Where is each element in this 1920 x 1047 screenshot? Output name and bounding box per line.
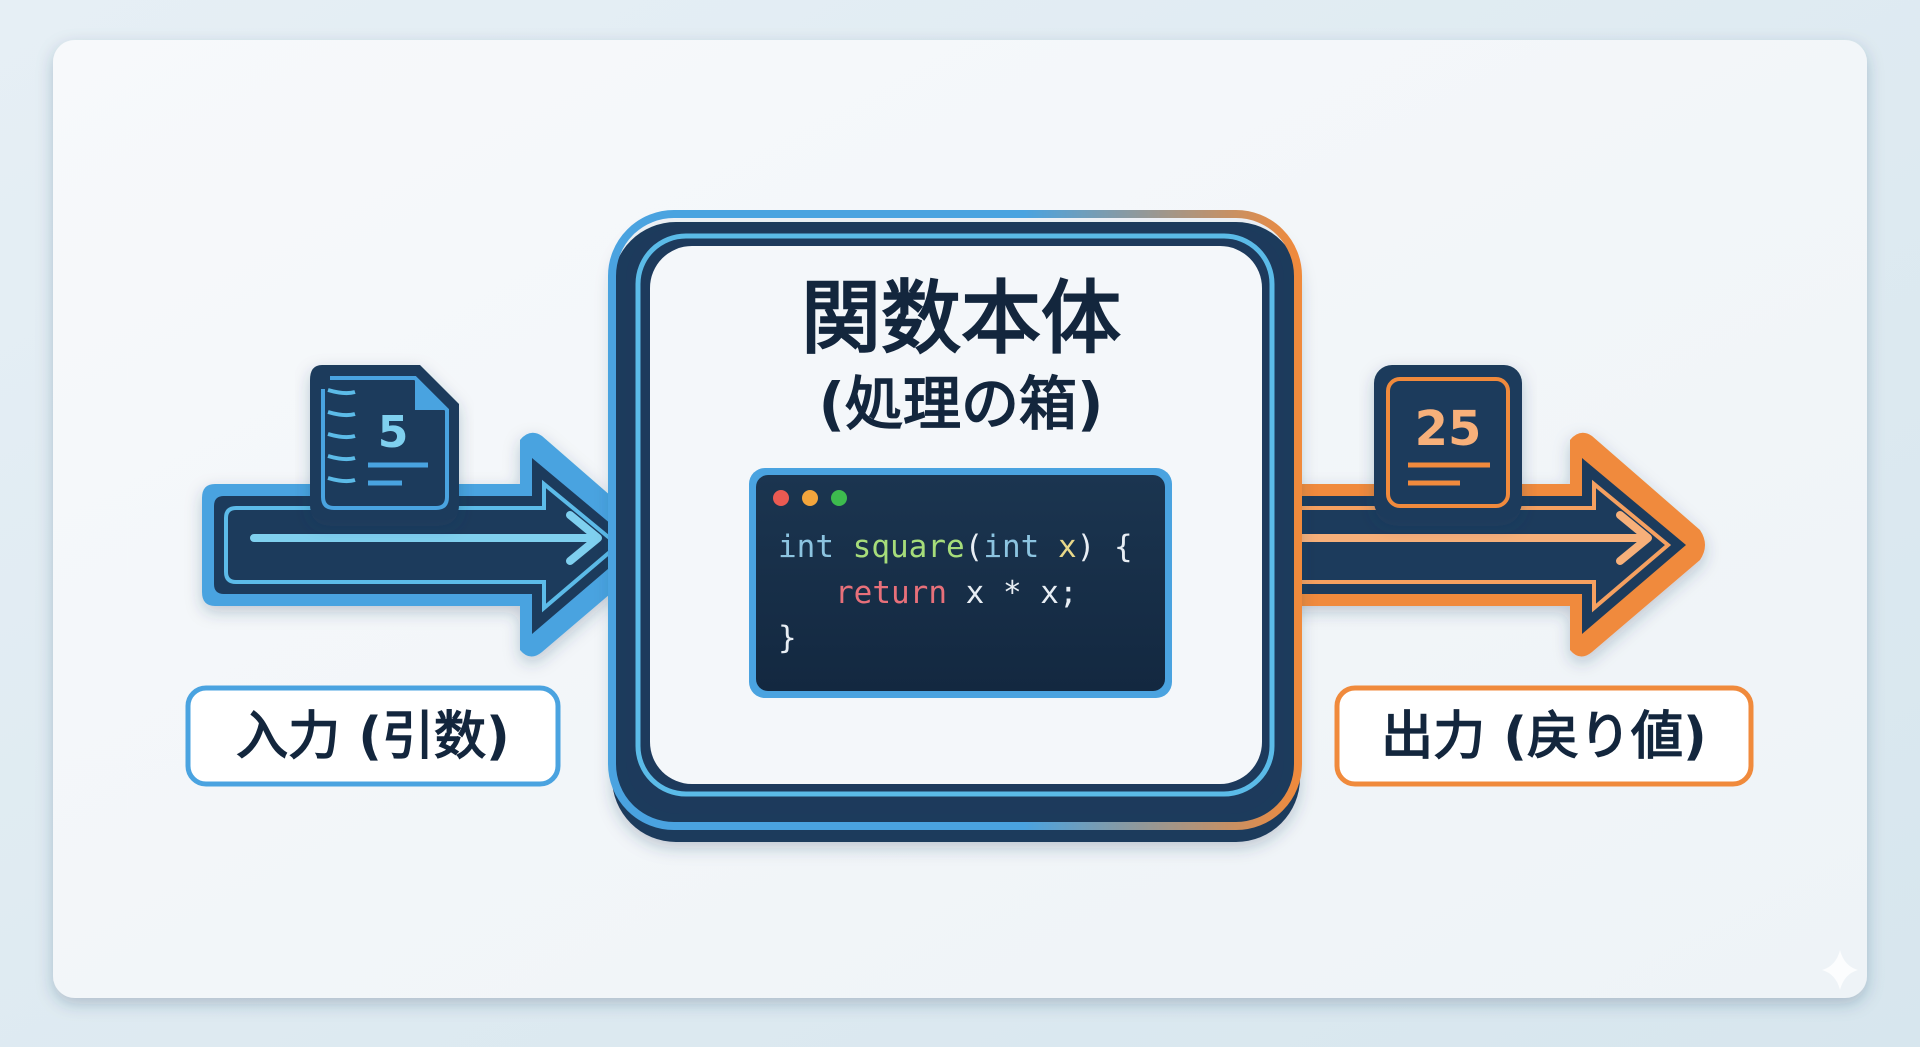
output-value: 25 [1415,401,1482,457]
output-label: 出力 (戻り値) [1381,707,1707,767]
code-line-3: } [778,620,797,656]
window-maximize-dot [831,490,847,506]
output-label-box: 出力 (戻り値) [1334,685,1754,787]
input-label-box: 入力 (引数) [185,685,561,787]
window-minimize-dot [802,490,818,506]
input-label: 入力 (引数) [236,707,510,767]
body-subtitle: (処理の箱) [818,370,1103,438]
window-close-dot [773,490,789,506]
code-window: int square(int x) { return x * x; } [749,468,1172,698]
input-value: 5 [378,407,409,458]
output-value-icon: 25 [1374,365,1522,520]
code-line-1: int square(int x) { [778,529,1133,565]
code-line-2: return x * x; [835,575,1078,611]
output-arrow [1228,432,1705,657]
sparkle-icon [1822,950,1858,990]
body-title: 関数本体 [801,272,1121,365]
input-document-icon: 5 [310,365,459,520]
